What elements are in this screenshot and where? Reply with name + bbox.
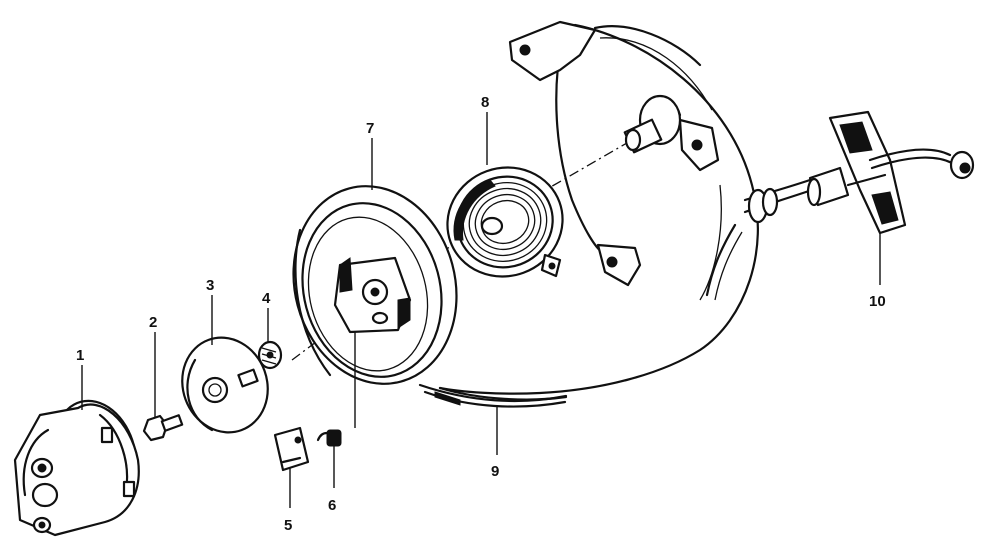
callout-9: 9 [491, 463, 499, 480]
callouts: 1 2 3 4 5 6 7 8 9 10 [76, 94, 886, 534]
ratchet-guide [181, 336, 269, 434]
center-bolt [142, 414, 184, 442]
callout-10: 10 [869, 293, 886, 310]
pawl [273, 426, 310, 472]
callout-3: 3 [206, 277, 214, 294]
callout-4: 4 [262, 290, 271, 307]
callout-5: 5 [284, 517, 292, 534]
callout-2: 2 [149, 314, 157, 331]
center-spring [257, 340, 283, 370]
starter-handle [743, 110, 975, 235]
starter-rope [418, 383, 568, 408]
starter-cover [13, 399, 140, 537]
housing [438, 20, 759, 401]
leader-lines [81, 112, 881, 508]
recoil-spring [446, 166, 564, 278]
callout-8: 8 [481, 94, 489, 111]
rope-pulley [292, 185, 458, 385]
callout-6: 6 [328, 497, 336, 514]
callout-1: 1 [76, 347, 84, 364]
callout-7: 7 [366, 120, 374, 137]
pawl-spring [316, 429, 342, 447]
